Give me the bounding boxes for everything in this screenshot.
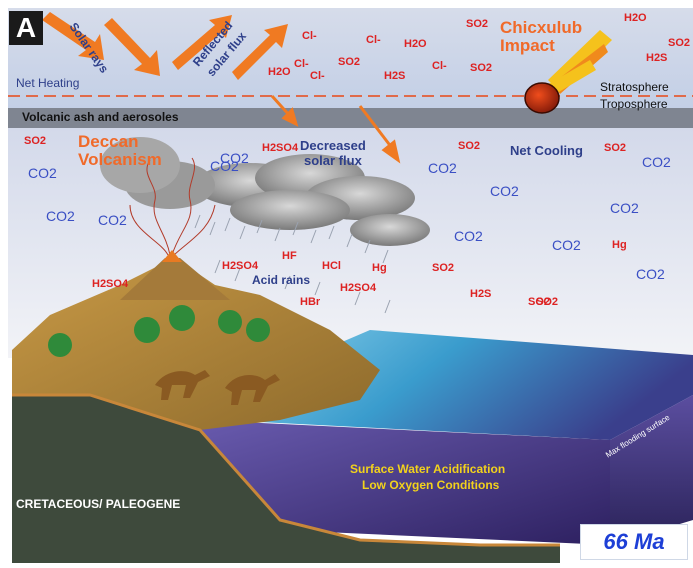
lower-chemical-1: CO2 <box>28 165 57 181</box>
lower-chemical-5: H2SO4 <box>222 260 259 272</box>
meteor-icon <box>524 30 612 114</box>
upper-chemical-5: Cl- <box>366 34 381 46</box>
upper-chemical-4: H2O <box>404 38 427 50</box>
lower-chemical-7: HCl <box>322 260 341 272</box>
lower-chemical-24: SO2 <box>604 142 627 154</box>
upper-chemical-7: H2O <box>268 66 291 78</box>
lower-chemical-15: CO2 <box>454 228 483 244</box>
upper-chemical-6: Cl- <box>302 30 317 42</box>
stratosphere-label: Stratosphere <box>600 80 669 94</box>
lower-chemical-9: H2SO4 <box>340 282 377 294</box>
lower-chemical-4: H2SO4 <box>262 142 299 154</box>
lower-chemical-23: CO2 <box>220 150 249 166</box>
decreased-flux-arrows <box>270 94 401 164</box>
eruption-plume <box>129 157 216 256</box>
lower-chemical-6: HF <box>282 250 297 262</box>
age-badge: 66 Ma <box>580 524 688 560</box>
lower-chemical-27: CO2 <box>210 158 239 174</box>
decreased-flux-label-2: solar flux <box>304 153 362 168</box>
upper-chemical-0: SO2 <box>466 18 489 30</box>
upper-chemical-10: Cl- <box>432 60 447 72</box>
surface-water-label-2: Low Oxygen Conditions <box>362 478 500 492</box>
chicxulub-label-2: Impact <box>500 36 555 55</box>
decreased-flux-label-1: Decreased <box>300 138 366 153</box>
lower-chemical-2: CO2 <box>46 208 75 224</box>
upper-chemical-12: Cl- <box>310 70 325 82</box>
upper-chemical-8: SO2 <box>338 56 361 68</box>
lower-chemical-18: CO2 <box>642 154 671 170</box>
lower-chemical-16: SO2 <box>432 262 455 274</box>
dinosaur-icons <box>155 370 280 405</box>
volcanic-ash-band <box>8 108 693 128</box>
lower-chemical-25: H2S <box>470 288 492 300</box>
lower-chemical-13: CO2 <box>428 160 457 176</box>
land-mass <box>12 255 380 430</box>
boundary-layer <box>12 393 560 547</box>
lower-chemical-21: CO2 <box>636 266 665 282</box>
lower-chemical-19: CO2 <box>610 200 639 216</box>
surface-water-label-1: Surface Water Acidification <box>350 462 506 476</box>
volcano-vent <box>162 250 182 262</box>
block-side <box>610 395 693 545</box>
acid-rains-label: Acid rains <box>252 273 311 287</box>
upper-chemical-1: H2O <box>624 12 647 24</box>
acid-rain-streaks <box>194 214 391 314</box>
lower-chemical-0: SO2 <box>24 135 47 147</box>
lower-chemical-11: H2SO4 <box>92 278 129 290</box>
upper-chemical-9: H2S <box>384 70 406 82</box>
deccan-label-1: Deccan <box>78 132 139 151</box>
net-heating-label: Net Heating <box>16 76 80 90</box>
cretaceous-label: CRETACEOUS/ PALEOGENE <box>16 497 181 511</box>
ash-clouds <box>100 137 430 246</box>
volcanic-ash-label: Volcanic ash and aerosoles <box>22 110 179 124</box>
upper-chemical-13: Cl- <box>294 58 309 70</box>
lower-chemical-10: HBr <box>300 296 321 308</box>
chicxulub-label-1: Chicxulub <box>500 18 583 37</box>
upper-chemical-11: SO2 <box>470 62 493 74</box>
solar-ray-arrows <box>42 12 288 80</box>
lower-chemical-20: CO2 <box>552 237 581 253</box>
deep-water-block <box>180 420 610 545</box>
rock-base <box>12 395 560 563</box>
panel-letter: A <box>9 11 43 45</box>
upper-chemical-2: SO2 <box>668 37 691 49</box>
upper-chemical-3: H2S <box>646 52 668 64</box>
lower-chemical-14: CO2 <box>490 183 519 199</box>
lower-chemical-8: Hg <box>372 262 387 274</box>
lower-chemical-26: SO2 <box>536 296 559 308</box>
lower-chemical-12: SO2 <box>458 140 481 152</box>
lower-chemical-17: SO2 <box>528 296 551 308</box>
volcano-cone <box>120 258 230 300</box>
lower-chemical-22: Hg <box>612 239 627 251</box>
deccan-label-2: Volcanism <box>78 150 162 169</box>
lower-chemical-3: CO2 <box>98 212 127 228</box>
net-cooling-label: Net Cooling <box>510 143 583 158</box>
tree-icons <box>48 305 270 357</box>
troposphere-label: Troposphere <box>600 97 668 111</box>
